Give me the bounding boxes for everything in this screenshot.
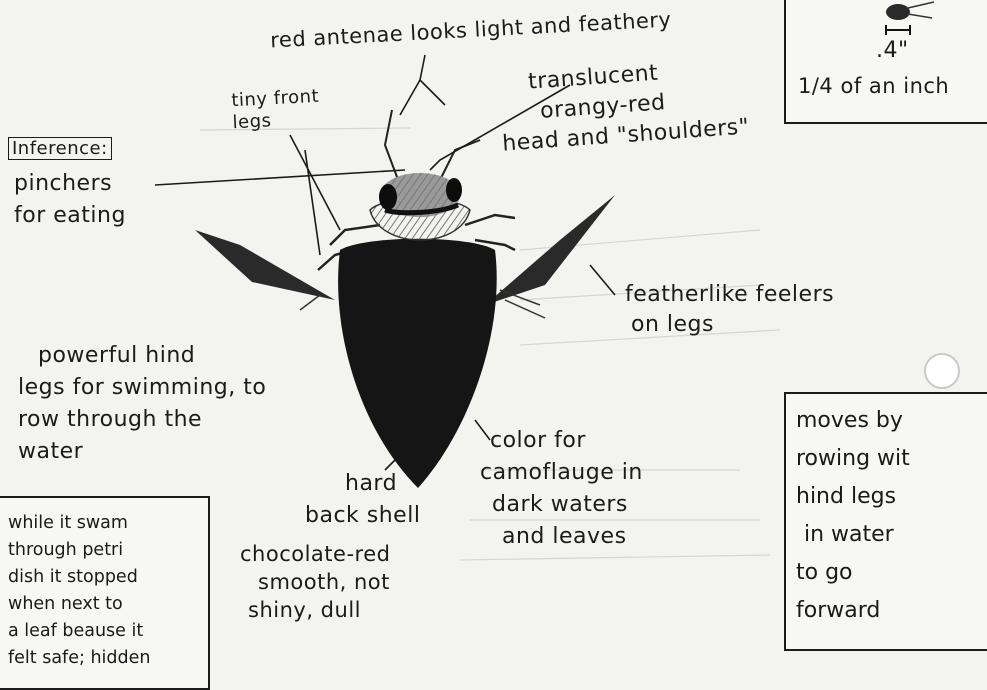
label-line: chocolate-red <box>240 540 390 568</box>
label-line: powerful hind <box>18 340 266 372</box>
beetle-body <box>338 239 497 488</box>
note-line: through petri <box>8 537 150 564</box>
label-pinchers: pinchers for eating <box>14 168 126 232</box>
observation-note-right: moves by rowing wit hind legs in water t… <box>784 392 987 651</box>
label-camouflage: color for camoflauge in dark waters and … <box>480 425 643 553</box>
note-line: when next to <box>8 591 150 618</box>
label-line: dark waters <box>480 489 643 521</box>
label-line: smooth, not <box>240 568 390 596</box>
label-line: row through the <box>18 404 266 436</box>
label-line: back shell <box>305 500 420 532</box>
left-hind-leg <box>195 230 335 300</box>
label-line: featherlike feelers <box>625 280 834 310</box>
antenna <box>385 110 480 185</box>
label-line: tiny front <box>231 86 320 113</box>
scale-box: .4" 1/4 of an inch <box>784 0 987 124</box>
label-hard-back-shell: hard back shell <box>305 468 420 532</box>
note-line: moves by <box>796 402 910 440</box>
note-line: while it swam <box>8 510 150 537</box>
note-line: a leaf beause it <box>8 618 150 645</box>
note-line: in water <box>796 516 910 554</box>
label-line: for eating <box>14 200 126 232</box>
note-line: hind legs <box>796 478 910 516</box>
note-lines: moves by rowing wit hind legs in water t… <box>796 402 910 630</box>
label-line: and leaves <box>480 521 643 553</box>
observation-note-left: while it swam through petri dish it stop… <box>0 496 210 690</box>
inference-tag: Inference: <box>8 137 112 160</box>
label-powerful-hind-legs: powerful hind legs for swimming, to row … <box>18 340 266 468</box>
note-line: to go <box>796 554 910 592</box>
label-line: on legs <box>625 310 834 340</box>
label-translucent-head: translucent orangy-red head and "shoulde… <box>527 53 750 158</box>
label-line: legs <box>232 108 321 135</box>
label-tiny-front-legs: tiny front legs <box>231 86 321 135</box>
label-line: shiny, dull <box>240 596 390 624</box>
scale-caption: 1/4 of an inch <box>798 74 949 98</box>
label-line: camoflauge in <box>480 457 643 489</box>
label-line: water <box>18 436 266 468</box>
note-line: forward <box>796 592 910 630</box>
note-line: rowing wit <box>796 440 910 478</box>
scale-size: .4" <box>876 38 909 63</box>
right-hind-leg <box>485 195 615 305</box>
note-line: dish it stopped <box>8 564 150 591</box>
label-chocolate-red: chocolate-red smooth, not shiny, dull <box>240 540 390 624</box>
label-line: hard <box>305 468 420 500</box>
right-eye <box>446 178 462 202</box>
label-line: color for <box>480 425 643 457</box>
label-featherlike-feelers: featherlike feelers on legs <box>625 280 834 340</box>
label-line: pinchers <box>14 168 126 200</box>
note-lines: while it swam through petri dish it stop… <box>8 510 150 672</box>
left-eye <box>379 184 397 210</box>
label-line: legs for swimming, to <box>18 372 266 404</box>
note-line: felt safe; hidden <box>8 645 150 672</box>
